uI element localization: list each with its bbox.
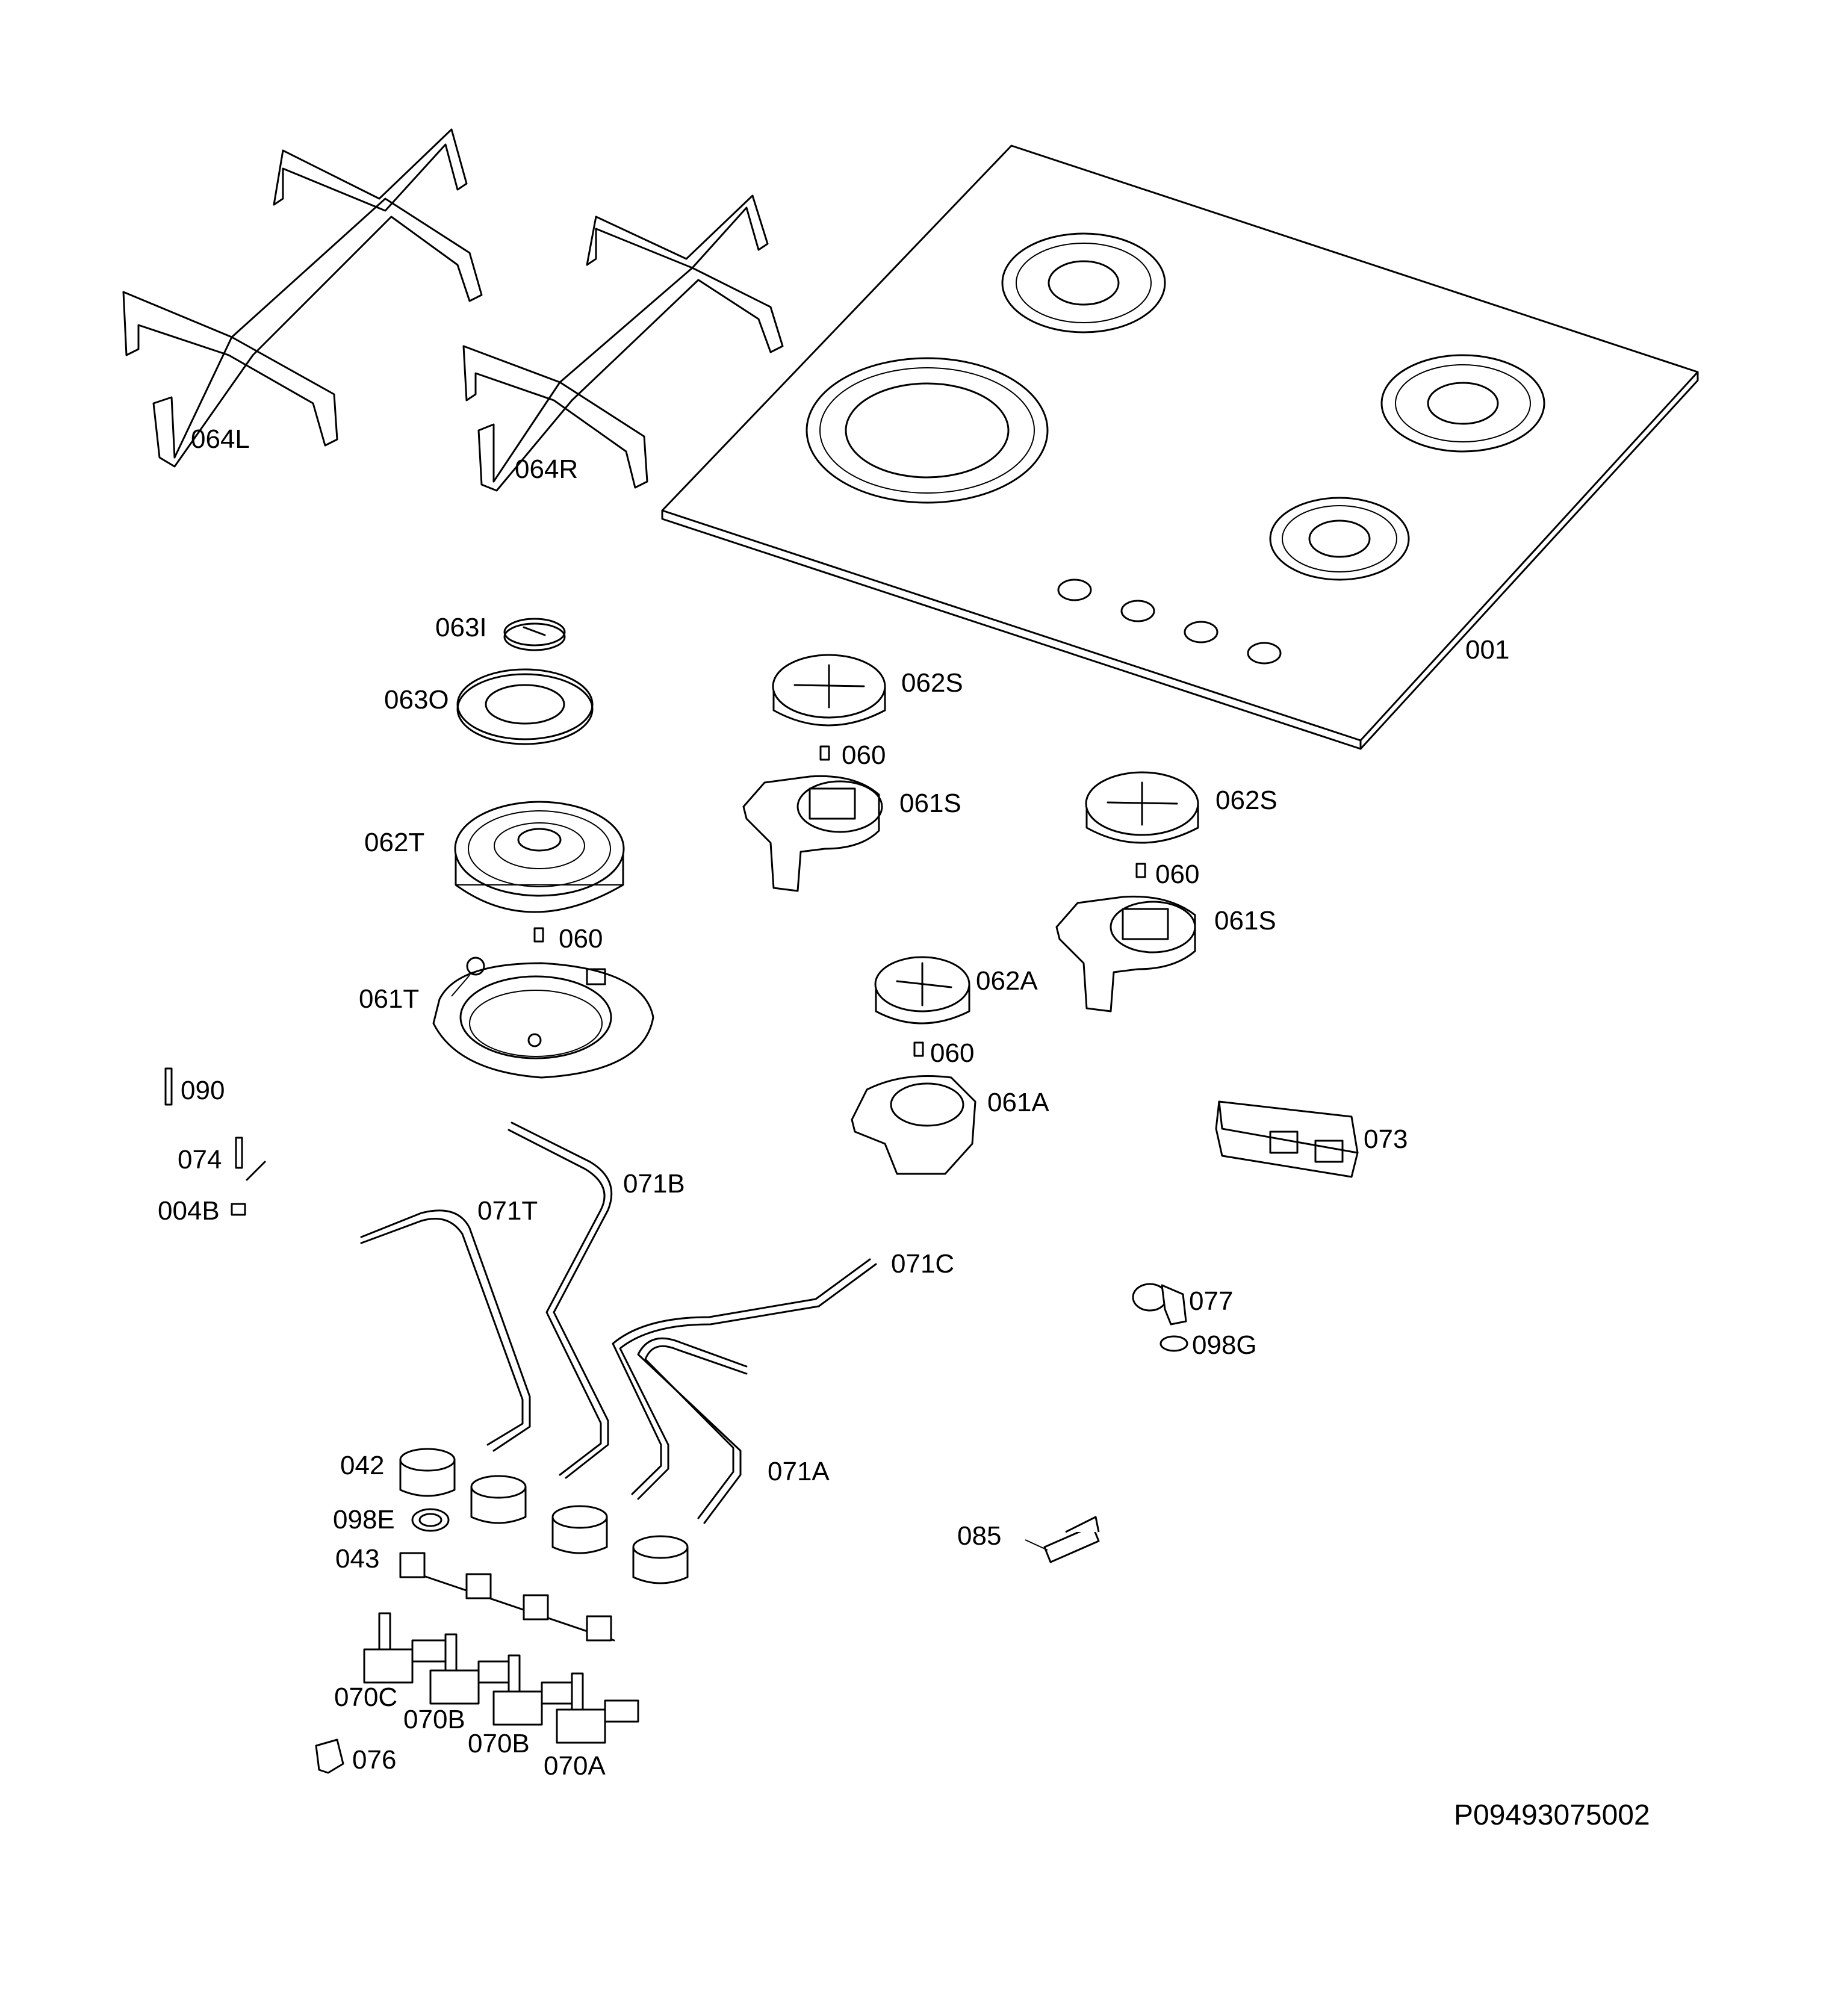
part-label-062A: 062A (976, 966, 1038, 996)
part-label-063I: 063I (435, 613, 487, 642)
part-label-001: 001 (1465, 635, 1510, 665)
part-label-071A: 071A (768, 1457, 830, 1486)
part-label-085: 085 (957, 1521, 1002, 1551)
pan-support-left (122, 128, 483, 468)
part-label-060-c: 060 (1155, 860, 1200, 889)
burner-cap-outer (456, 668, 594, 745)
auxiliary-crown (874, 956, 970, 1025)
part-label-070A: 070A (544, 1751, 606, 1781)
part-label-042: 042 (340, 1451, 385, 1480)
part-label-062S-b: 062S (1215, 786, 1277, 815)
part-label-064R: 064R (515, 454, 579, 484)
cooktop-plate (661, 144, 1699, 750)
part-label-077: 077 (1189, 1286, 1234, 1316)
gas-pipes (360, 1121, 877, 1524)
part-label-062S-a: 062S (901, 668, 963, 698)
part-label-070C: 070C (334, 1683, 398, 1712)
mounting-bracket (1043, 1516, 1100, 1563)
gas-valves (363, 1612, 639, 1744)
control-knobs (399, 1448, 689, 1584)
part-label-061T: 061T (359, 984, 420, 1014)
part-label-070B-a: 070B (403, 1705, 465, 1734)
part-label-074: 074 (178, 1145, 222, 1174)
drawing-reference-code: P09493075002 (1454, 1799, 1650, 1831)
injectors (533, 745, 1146, 1057)
part-label-073: 073 (1364, 1124, 1408, 1154)
part-label-098G: 098G (1192, 1330, 1257, 1360)
part-label-071C: 071C (891, 1249, 955, 1279)
small-parts-left (164, 1067, 266, 1216)
part-label-076: 076 (352, 1745, 397, 1775)
part-label-071T: 071T (477, 1196, 538, 1226)
gas-inlet-elbow (1132, 1283, 1188, 1352)
triple-crown-burner (454, 801, 625, 913)
part-label-061S-b: 061S (1214, 906, 1276, 935)
valve-clip (315, 1738, 344, 1774)
semi-rapid-crown-a (772, 654, 886, 727)
part-label-061S-a: 061S (899, 789, 961, 818)
part-label-098E: 098E (333, 1505, 395, 1534)
triple-burner-base (432, 957, 654, 1079)
part-label-063O: 063O (384, 685, 449, 715)
part-label-070B-b: 070B (468, 1729, 530, 1758)
leader-lines (451, 975, 1048, 1551)
part-label-062T: 062T (364, 828, 425, 857)
pan-support-right (462, 194, 784, 492)
ignition-generator (1215, 1100, 1359, 1178)
part-label-043: 043 (335, 1544, 380, 1574)
part-label-060-d: 060 (930, 1038, 975, 1068)
part-label-061A: 061A (987, 1088, 1049, 1117)
part-label-090: 090 (181, 1076, 225, 1105)
microswitch-harness (399, 1552, 615, 1642)
auxiliary-base (851, 1075, 976, 1175)
part-label-004B: 004B (158, 1196, 220, 1226)
semi-rapid-base-a (742, 775, 883, 892)
part-label-060-a: 060 (559, 924, 603, 954)
semi-rapid-base-b (1055, 895, 1196, 1013)
knob-washer (411, 1508, 450, 1532)
part-label-060-b: 060 (842, 740, 886, 770)
part-label-064L: 064L (191, 424, 250, 454)
part-label-071B: 071B (623, 1169, 685, 1199)
semi-rapid-crown-b (1085, 771, 1199, 844)
burner-cap-inner (503, 618, 566, 651)
